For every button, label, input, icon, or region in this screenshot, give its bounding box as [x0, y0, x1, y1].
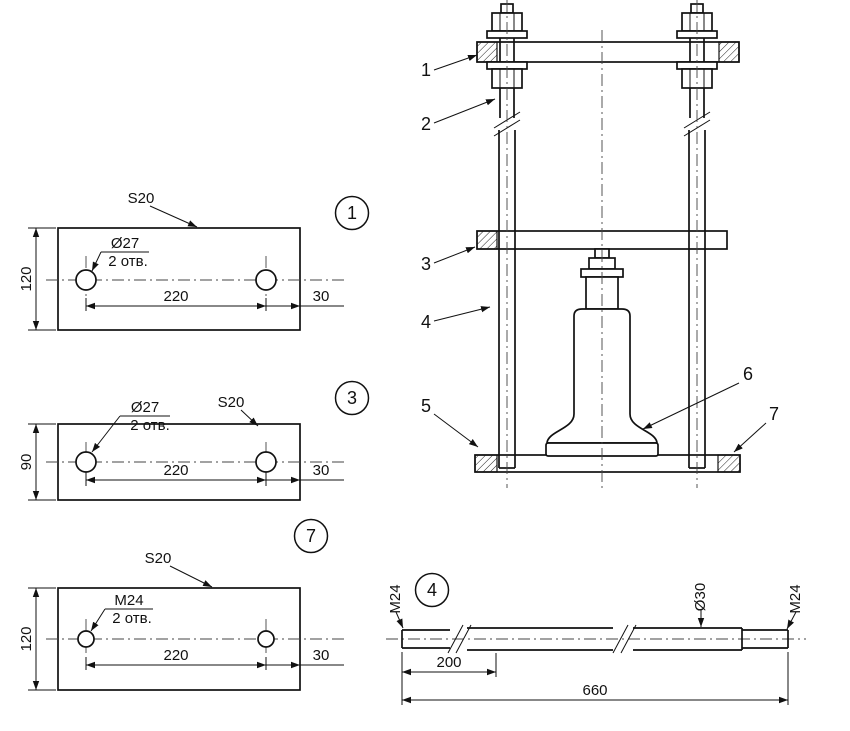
rod4-thread-right-label: M24	[786, 584, 804, 630]
plate1-dim-span: 220 30	[85, 288, 344, 311]
bottom-plate-hatch-right	[717, 454, 741, 473]
rod4-thread-right-text: M24	[787, 584, 804, 613]
plate7-dim-span: 220 30	[85, 647, 344, 670]
plate1-hole-right	[255, 269, 277, 291]
callout-3: 3	[421, 254, 431, 274]
top-plate-hatch-left	[476, 41, 498, 63]
callout-1: 1	[421, 60, 431, 80]
plate3-detail-view: 90 220 30 Ø27 2 отв. S20 3	[18, 380, 370, 501]
plate7-balloon-number: 7	[306, 526, 316, 546]
plate7-hole-dia: M24	[114, 592, 143, 609]
rod4-left-thread	[401, 629, 450, 649]
plate1-thickness: S20	[128, 190, 155, 207]
plate7-hole-right	[257, 630, 275, 648]
plate3-balloon-number: 3	[347, 388, 357, 408]
plate1-hole-count: 2 отв.	[108, 253, 148, 270]
rod4-right-section	[633, 627, 789, 651]
assembly-top-plate	[476, 41, 740, 63]
plate3-hole-left	[75, 451, 97, 473]
rod4-length-dim-text: 660	[582, 682, 607, 699]
top-plate-hatch-right	[718, 41, 740, 63]
plate1-balloon: 1	[334, 195, 370, 231]
plate3-balloon: 3	[334, 380, 370, 416]
callout-2: 2	[421, 114, 431, 134]
break-line	[683, 119, 711, 137]
plate3-hole-right	[255, 451, 277, 473]
callout-6: 6	[743, 364, 753, 384]
plate3-dim-span: 220 30	[85, 462, 344, 486]
plate1-span-text: 220	[163, 288, 188, 305]
break-line	[493, 119, 521, 137]
bottom-plate-hatch-left	[474, 454, 498, 473]
plate1-detail-view: 120 220 30 Ø27 2 отв. S20 1	[18, 190, 370, 331]
plate7-span-text: 220	[163, 647, 188, 664]
assembly-view: 1 2 3 4 5 6 7	[421, 0, 779, 492]
plate3-hole-count: 2 отв.	[130, 417, 170, 434]
assembly-centerlines	[506, 0, 698, 492]
plate3-span-text: 220	[163, 462, 188, 479]
break-line	[447, 624, 464, 654]
plate7-hole-count: 2 отв.	[112, 610, 152, 627]
assembly-bottom-plate	[474, 454, 741, 473]
plate3-thickness: S20	[218, 394, 245, 411]
plate3-height-text: 90	[18, 454, 35, 471]
plate1-edge-text: 30	[313, 288, 330, 305]
plate1-hole-left	[75, 269, 97, 291]
right-tie-rod	[683, 38, 711, 469]
callout-7: 7	[769, 404, 779, 424]
callout-5: 5	[421, 396, 431, 416]
plate1-thickness-label: S20	[128, 190, 198, 228]
plate7-hole-left	[77, 630, 95, 648]
plate1-hole-dia: Ø27	[111, 235, 139, 252]
plate3-thickness-label: S20	[218, 394, 259, 427]
assembly-callouts: 1 2 3 4 5 6 7	[421, 54, 779, 453]
rod4-balloon-number: 4	[427, 580, 437, 600]
plate3-dim-height: 90	[18, 423, 56, 501]
plate3-edge-text: 30	[313, 462, 330, 479]
break-line	[612, 624, 629, 654]
rod4-diameter-text: Ø30	[692, 583, 709, 611]
plate7-edge-text: 30	[313, 647, 330, 664]
plate7-height-text: 120	[18, 626, 35, 651]
rod4-middle-section	[467, 627, 613, 651]
rod4-balloon: 4	[414, 572, 450, 608]
plate7-balloon: 7	[293, 518, 329, 554]
break-line	[455, 624, 472, 654]
plate3-hole-dia: Ø27	[131, 399, 159, 416]
plate1-balloon-number: 1	[347, 203, 357, 223]
plate7-dim-height: 120	[18, 587, 56, 691]
rod4-thread-left-text: M24	[387, 584, 404, 613]
plate1-hole-label: Ø27 2 отв.	[91, 235, 149, 272]
callout-4: 4	[421, 312, 431, 332]
plate7-detail-view: 120 220 30 M24 2 отв. S20 7	[18, 518, 344, 691]
plate7-thickness: S20	[145, 550, 172, 567]
plate1-dim-height: 120	[18, 227, 56, 331]
rod4-dim-length: 660	[402, 652, 789, 705]
rod4-thread-left-label: M24	[387, 584, 404, 629]
plate3-hole-label: Ø27 2 отв.	[91, 399, 170, 453]
rod4-diameter-label: Ø30	[692, 583, 709, 627]
rod4-dim-thread: 200	[401, 652, 497, 705]
plate7-hole-label: M24 2 отв.	[90, 592, 153, 632]
middle-plate-hatch-left	[476, 230, 498, 250]
break-line	[620, 624, 637, 654]
rod4-detail-view: M24 Ø30 M24 200 660 4	[386, 572, 806, 705]
rod4-thread-dim-text: 200	[436, 654, 461, 671]
plate1-height-text: 120	[18, 266, 35, 291]
plate7-thickness-label: S20	[145, 550, 213, 588]
